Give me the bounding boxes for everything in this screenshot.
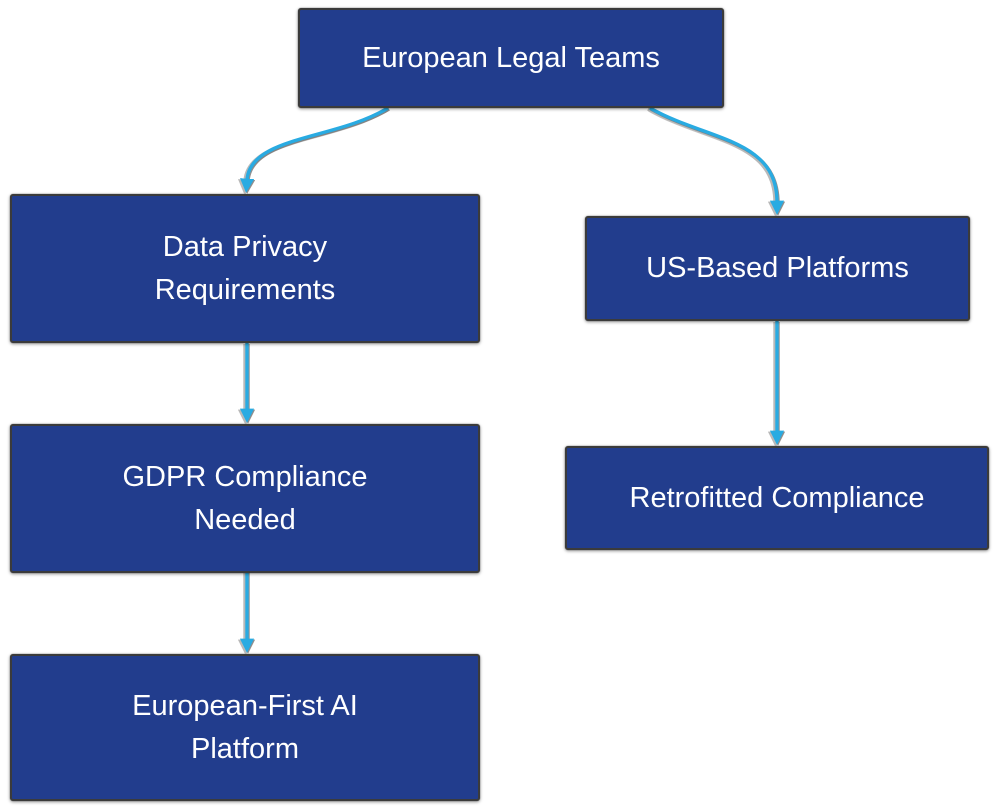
node-data-privacy-requirements: Data Privacy Requirements	[10, 194, 480, 343]
node-european-first-ai-platform: European-First AI Platform	[10, 654, 480, 801]
node-label: US-Based Platforms	[646, 252, 909, 285]
node-european-legal-teams: European Legal Teams	[298, 8, 724, 108]
node-gdpr-compliance-needed: GDPR Compliance Needed	[10, 424, 480, 573]
node-label: Retrofitted Compliance	[629, 481, 925, 514]
node-us-based-platforms: US-Based Platforms	[585, 216, 970, 321]
node-label: European-First AI Platform	[132, 690, 358, 765]
node-retrofitted-compliance: Retrofitted Compliance	[565, 446, 989, 550]
node-label: GDPR Compliance Needed	[122, 461, 368, 536]
node-label: European Legal Teams	[362, 41, 660, 74]
edge-legal-teams-to-data-privacy	[239, 106, 389, 193]
node-label: Data Privacy Requirements	[154, 231, 336, 306]
edge-legal-teams-to-us-platforms	[649, 106, 785, 215]
